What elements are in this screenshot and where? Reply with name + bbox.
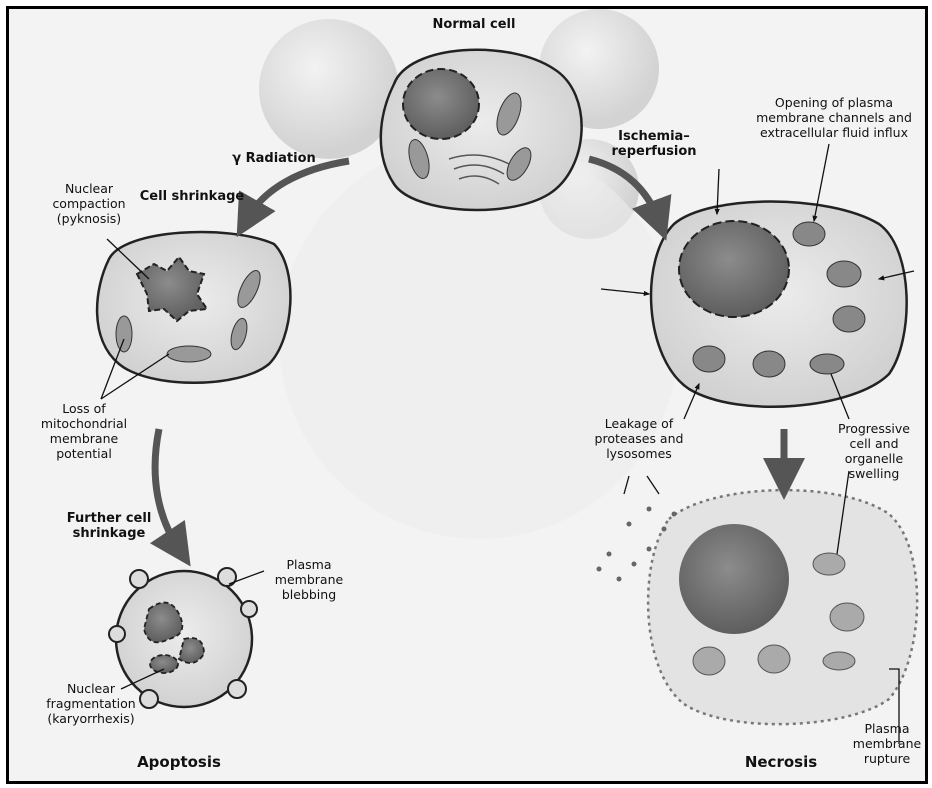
label-membrane-blebbing: Plasma membrane blebbing	[264, 557, 354, 602]
label-apoptosis: Apoptosis	[119, 755, 239, 770]
label-normal-cell: Normal cell	[419, 17, 529, 32]
label-nuclear-compaction: Nuclear compaction (pyknosis)	[34, 181, 144, 226]
label-loss-mito-potential: Loss of mitochondrial membrane potential	[29, 401, 139, 461]
label-ischemia-reperfusion: Ischemia– reperfusion	[599, 129, 709, 159]
normal-cell	[381, 50, 582, 210]
label-membrane-rupture: Plasma membrane rupture	[849, 721, 925, 766]
label-opening-channels: Opening of plasma membrane channels and …	[749, 95, 919, 140]
ruptured-cell	[648, 490, 917, 724]
diagram-frame: Normal cell γ Radiation Cell shrinkage I…	[6, 6, 928, 784]
shrinking-cell	[97, 232, 290, 383]
swelling-cell	[651, 202, 907, 407]
label-progressive-swelling: Progressive cell and organelle swelling	[824, 421, 924, 481]
label-further-shrinkage: Further cell shrinkage	[49, 511, 169, 541]
label-nuclear-fragmentation: Nuclear fragmentation (karyorrhexis)	[31, 681, 151, 726]
label-necrosis: Necrosis	[721, 755, 841, 770]
label-cell-shrinkage: Cell shrinkage	[127, 189, 257, 204]
label-gamma-radiation: γ Radiation	[219, 151, 329, 166]
label-leakage: Leakage of proteases and lysosomes	[579, 416, 699, 461]
